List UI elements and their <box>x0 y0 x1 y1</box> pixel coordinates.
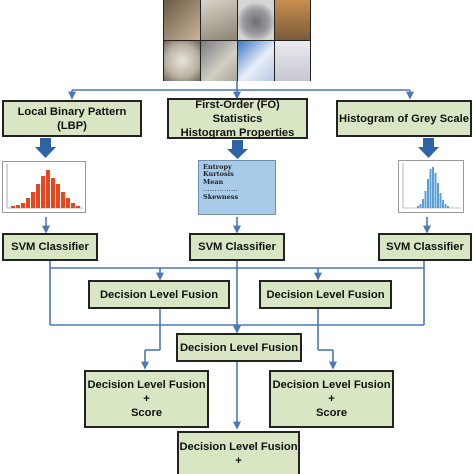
fusion-final-line1: Decision Level Fusion <box>179 441 298 453</box>
fusion-score-right-line3: Score <box>315 407 348 419</box>
fusion-score-left-plus: + <box>143 393 150 405</box>
grey-label: Histogram of Grey Scale <box>339 112 469 125</box>
grey-histogram-bars <box>402 163 461 209</box>
stat-kurtosis: Kurtosis <box>203 170 234 179</box>
stat-ellipsis: …………… <box>203 185 238 194</box>
stat-entropy: Entropy <box>203 163 232 171</box>
fusion-score-right-line1: Decision Level Fusion <box>272 379 391 391</box>
fusion-score-right-plus: + <box>328 393 335 405</box>
fusion-right-label: Decision Level Fusion <box>266 288 385 301</box>
grey-histogram-thumbnail <box>398 160 464 213</box>
lbp-histogram-thumbnail <box>2 161 86 213</box>
fusion-box-center: Decision Level Fusion <box>176 333 302 362</box>
svm-label-center: SVM Classifier <box>198 241 276 253</box>
svm-classifier-left: SVM Classifier <box>2 233 98 261</box>
grey-histogram-box: Histogram of Grey Scale <box>336 100 472 137</box>
fusion-final-plus: + <box>235 455 242 467</box>
stat-mean: Mean <box>203 177 224 186</box>
fo-label-line2: Histogram Properties <box>180 126 295 139</box>
fusion-score-left-line1: Decision Level Fusion <box>87 379 206 391</box>
lbp-feature-box: Local Binary Pattern (LBP) <box>2 100 142 137</box>
fusion-left-label: Decision Level Fusion <box>99 288 219 301</box>
svm-label-left: SVM Classifier <box>11 241 89 253</box>
fusion-score-box-right: Decision Level Fusion + Score <box>269 370 394 428</box>
lbp-label: Local Binary Pattern (LBP) <box>17 105 127 132</box>
fo-statistics-panel: Entropy Kurtosis Mean …………… Skewness <box>198 160 276 215</box>
fusion-final-box: Decision Level Fusion + <box>177 431 300 474</box>
svm-classifier-center: SVM Classifier <box>189 233 285 261</box>
svm-label-right: SVM Classifier <box>386 241 464 253</box>
fusion-box-left: Decision Level Fusion <box>88 280 230 309</box>
svm-classifier-right: SVM Classifier <box>378 233 472 261</box>
fusion-score-left-line3: Score <box>130 407 163 419</box>
fusion-score-box-left: Decision Level Fusion + Score <box>84 370 209 428</box>
fo-statistics-box: First-Order (FO) Statistics Histogram Pr… <box>167 98 308 139</box>
stat-skewness: Skewness <box>203 192 239 201</box>
sample-image-grid <box>163 0 311 81</box>
fo-label-line1: First-Order (FO) Statistics <box>195 98 280 125</box>
fusion-box-right: Decision Level Fusion <box>259 280 392 309</box>
fusion-center-label: Decision Level Fusion <box>179 341 299 354</box>
lbp-histogram-bars <box>6 164 83 209</box>
